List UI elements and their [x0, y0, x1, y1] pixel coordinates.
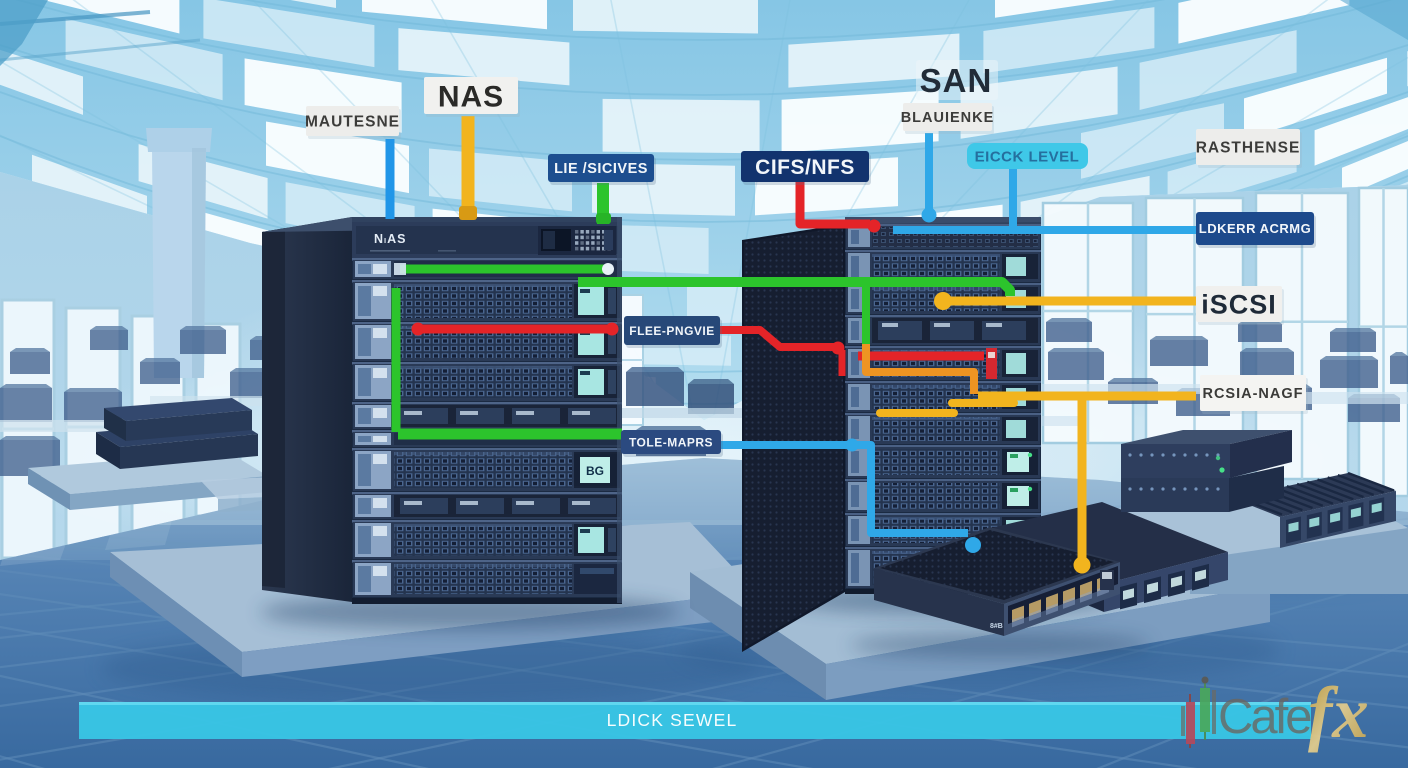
svg-text:BG: BG: [586, 464, 604, 478]
svg-text:iSCSI: iSCSI: [1201, 290, 1277, 320]
svg-text:fx: fx: [1308, 672, 1369, 753]
svg-text:SAN: SAN: [920, 62, 993, 99]
svg-text:NAS: NAS: [438, 80, 504, 113]
svg-text:Cafe: Cafe: [1218, 690, 1311, 744]
svg-text:BLAUIENKE: BLAUIENKE: [901, 110, 995, 126]
svg-text:LDICK SEWEL: LDICK SEWEL: [607, 710, 738, 730]
svg-text:RASTHENSE: RASTHENSE: [1196, 140, 1301, 157]
svg-text:LIE /SICIVES: LIE /SICIVES: [554, 161, 648, 177]
svg-text:MAUTESNE: MAUTESNE: [305, 114, 400, 131]
svg-text:RCSIA-NAGF: RCSIA-NAGF: [1202, 386, 1303, 402]
svg-text:FLEE-PNGVIE: FLEE-PNGVIE: [629, 324, 715, 338]
svg-text:CIFS/NFS: CIFS/NFS: [755, 156, 855, 179]
svg-text:LDKERR ACRMG: LDKERR ACRMG: [1199, 221, 1311, 236]
svg-text:8#B: 8#B: [990, 623, 1003, 630]
svg-text:TOLE-MAPRS: TOLE-MAPRS: [629, 435, 713, 449]
svg-text:EICCK LEVEL: EICCK LEVEL: [975, 149, 1080, 166]
svg-text:NIAS: NIAS: [374, 232, 407, 246]
